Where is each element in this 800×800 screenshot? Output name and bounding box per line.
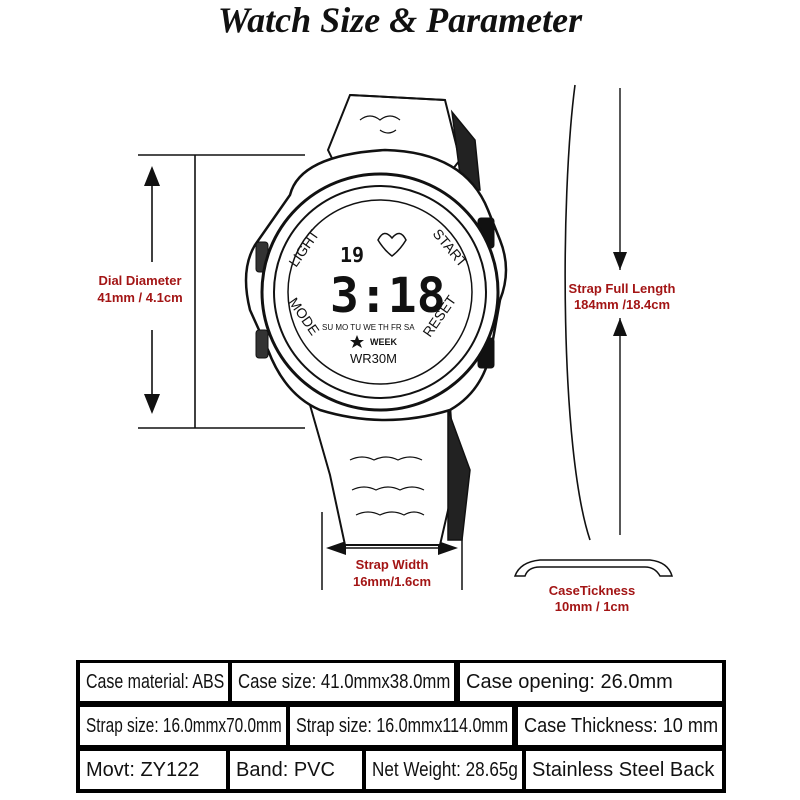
lcd-time: 3:18 [330,268,446,324]
parameter-row: Strap size: 16.0mmx70.0mm Strap size: 16… [76,704,726,748]
strap-width-value: 16mm/1.6cm [352,574,432,589]
water-resist-label: WR30M [350,351,397,366]
param-movement: Movt: ZY122 [80,751,226,789]
strap-pattern [349,115,425,516]
lcd-weekdays: SU MO TU WE TH FR SA [322,323,415,332]
dial-diameter-value: 41mm / 4.1cm [97,290,183,305]
param-net-weight: Net Weight: 28.65g [366,751,522,789]
strap-length-value: 184mm /18.4cm [573,297,671,312]
parameter-row: Case material: ABS Case size: 41.0mmx38.… [76,660,726,704]
star-icon [350,335,364,348]
lcd-date: 19 [340,243,364,267]
param-case-opening: Case opening: 26.0mm [460,663,722,701]
param-case-material: Case material: ABS [80,663,228,701]
dial-arrow-up-icon [144,166,160,186]
param-case-size: Case size: 41.0mmx38.0mm [232,663,454,701]
case-profile-shape [513,559,673,577]
width-arrow-right-icon [438,541,458,555]
week-label: WEEK [370,337,398,347]
param-band: Band: PVC [230,751,362,789]
case-thickness-label: CaseTickness [548,583,636,598]
strap-arrow-up-icon [613,318,627,336]
strap-width-label: Strap Width [355,557,429,572]
param-case-thickness: Case Thickness: 10 mm [518,707,722,745]
param-strap-size-short: Strap size: 16.0mmx70.0mm [80,707,286,745]
dial-dimension-guide [138,154,305,429]
page-title: Watch Size & Parameter [217,0,583,40]
parameter-table: Case material: ABS Case size: 41.0mmx38.… [76,660,726,793]
watch-body [244,93,508,546]
param-strap-size-long: Strap size: 16.0mmx114.0mm [290,707,512,745]
strap-arrow-down-icon [613,252,627,270]
watch-illustration: LIGHT START MODE RESET 19 3:18 SU MO TU … [138,84,673,590]
case-thickness-value: 10mm / 1cm [554,599,630,614]
param-case-back: Stainless Steel Back [526,751,722,789]
dial-arrow-down-icon [144,394,160,414]
parameter-row: Movt: ZY122 Band: PVC Net Weight: 28.65g… [76,748,726,792]
strap-length-label: Strap Full Length [568,281,676,296]
heart-icon [377,232,407,257]
dial-diameter-label: Dial Diameter [98,273,182,288]
strap-length-arc [564,84,591,541]
width-arrow-left-icon [326,541,346,555]
